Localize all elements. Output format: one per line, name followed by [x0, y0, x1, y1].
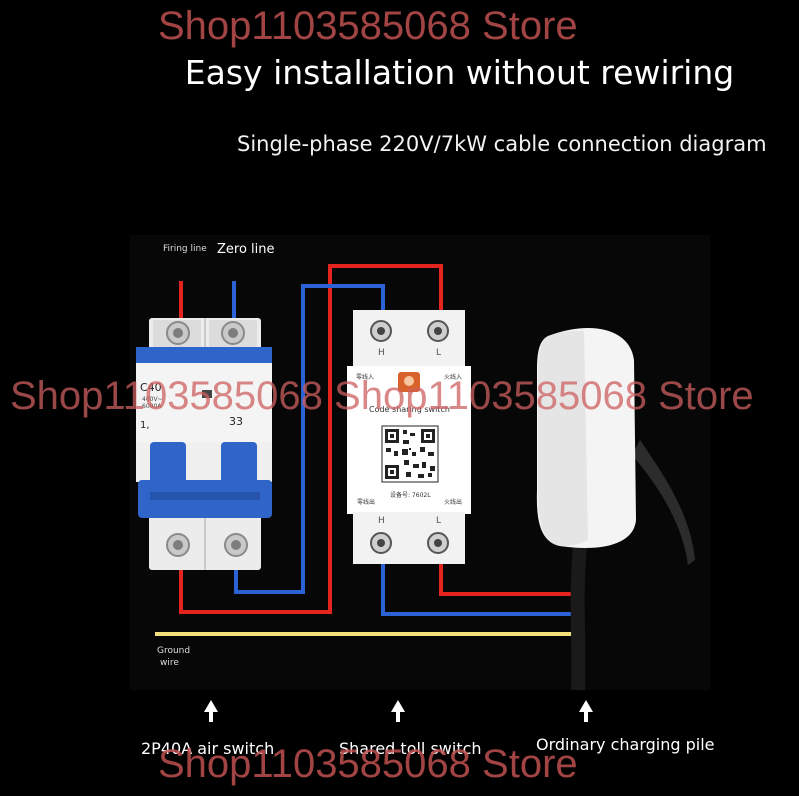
meter-terminal-h-bottom: H: [378, 516, 385, 526]
meter-heading-left: 零线入: [356, 374, 375, 381]
meter-terminal-l-bottom: L: [436, 516, 442, 526]
neutral-breaker-to-meter-wire: [234, 284, 385, 594]
meter-caption: Code sharing switch: [369, 405, 450, 414]
arrows: [204, 700, 593, 722]
meter-footer-left: 零线出: [357, 499, 376, 506]
firing-line-label: Firing line: [163, 244, 207, 254]
ground-wire-label-1: Ground: [157, 646, 191, 656]
breaker-caption: 2P40A air switch: [141, 739, 275, 758]
breaker-ratings: 400V~ 6000A: [142, 396, 163, 410]
pile-caption: Ordinary charging pile: [536, 735, 715, 754]
meter-terminal-l-top: L: [436, 348, 442, 358]
air-switch-breaker: [136, 318, 272, 570]
breaker-model: C40: [140, 381, 162, 394]
meter-footer-right: 火线出: [444, 499, 463, 506]
zero-line-label: Zero line: [217, 242, 275, 257]
arrow-up-pile: [579, 700, 593, 722]
diagram-subtitle: Single-phase 220V/7kW cable connection d…: [237, 132, 767, 156]
meter-heading-right: 火线入: [444, 374, 463, 381]
neutral-meter-to-pile-wire: [381, 558, 577, 616]
arrow-up-breaker: [204, 700, 218, 722]
shared-toll-switch: [347, 310, 471, 564]
watermark-top: Shop1103585068 Store: [158, 4, 578, 48]
meter-terminal-h-top: H: [378, 348, 385, 358]
watermark-middle: Shop1103585068 Shop1103585068 Store: [10, 374, 754, 418]
breaker-marks: 1,: [140, 420, 150, 431]
meter-caption-bottom: Shared toll switch: [339, 739, 482, 758]
meter-device-no: 设备号: 7602L: [390, 492, 431, 499]
breaker-pole-mark: 33: [229, 415, 243, 428]
live-meter-to-pile-wire: [439, 558, 577, 596]
diagram-title: Easy installation without rewiring: [184, 53, 735, 92]
live-breaker-to-meter-wire: [179, 264, 443, 614]
ground-wire-label-2: wire: [160, 658, 179, 668]
charging-pile: [536, 328, 695, 691]
arrow-up-meter: [391, 700, 405, 722]
watermark-bottom: Shop1103585068 Store: [158, 742, 578, 786]
